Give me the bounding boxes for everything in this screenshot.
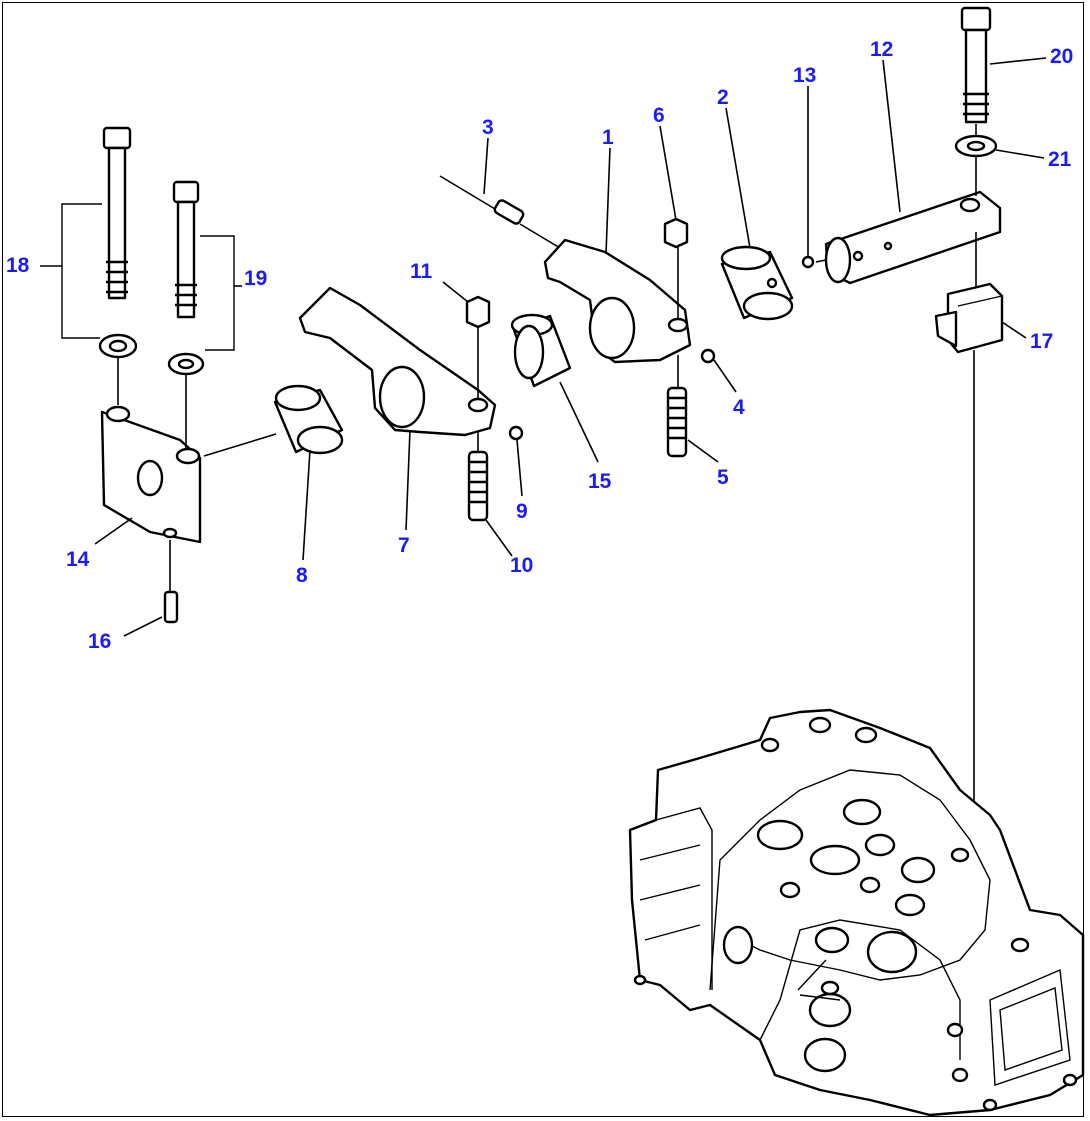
part-14-support: [100, 405, 202, 544]
callout-12: 12: [870, 38, 893, 61]
part-3-screw: [439, 175, 561, 249]
callout-19: 19: [244, 267, 267, 290]
callout-16: 16: [88, 630, 111, 653]
callout-11: 11: [410, 260, 433, 283]
callout-10: 10: [510, 554, 533, 577]
part-4-ball: [700, 348, 716, 364]
part-10-screw: [467, 450, 489, 522]
part-20-bolt: [960, 6, 992, 124]
part-1-rocker-arm: [543, 238, 692, 364]
callout-5: 5: [717, 466, 729, 489]
part-12-shaft: [824, 190, 1002, 285]
callout-9: 9: [516, 500, 528, 523]
callout-20: 20: [1050, 45, 1073, 68]
part-19-washer: [167, 352, 205, 376]
callout-15: 15: [588, 470, 612, 493]
callout-6: 6: [653, 104, 665, 127]
part-21-washer: [954, 134, 998, 158]
callout-21: 21: [1048, 148, 1072, 171]
callout-2: 2: [717, 86, 729, 109]
callout-3: 3: [482, 116, 494, 139]
part-7-rocker-arm: [298, 286, 497, 437]
callout-18: 18: [6, 254, 30, 277]
part-18-washer: [98, 333, 138, 359]
callout-14: 14: [66, 548, 90, 571]
part-19-bracket: [200, 235, 235, 351]
part-18-bolt: [102, 126, 132, 300]
leader-lines: [40, 57, 1047, 637]
part-9-ball: [508, 425, 524, 441]
part-17-block: [934, 282, 1004, 354]
part-16-pin: [163, 590, 179, 624]
cylinder-head: [628, 708, 1085, 1117]
part-15-bushing: [510, 313, 572, 388]
part-19-bolt: [172, 180, 200, 319]
callout-labels: 1 2 3 4 5 6 7 8 9 10 11 12 13 14 15 16 1…: [6, 38, 1073, 653]
part-11-nut: [465, 295, 491, 329]
part-6-nut: [663, 217, 689, 249]
callout-7: 7: [398, 534, 410, 557]
part-13-ball: [801, 255, 815, 269]
part-18-bracket: [61, 203, 102, 339]
callout-17: 17: [1030, 330, 1053, 353]
callout-4: 4: [733, 396, 745, 419]
part-5-screw: [666, 386, 688, 458]
callout-1: 1: [602, 126, 614, 149]
part-8-bushing: [273, 384, 344, 455]
part-2-bushing: [720, 245, 794, 321]
callout-13: 13: [793, 64, 816, 87]
callout-8: 8: [296, 564, 308, 587]
